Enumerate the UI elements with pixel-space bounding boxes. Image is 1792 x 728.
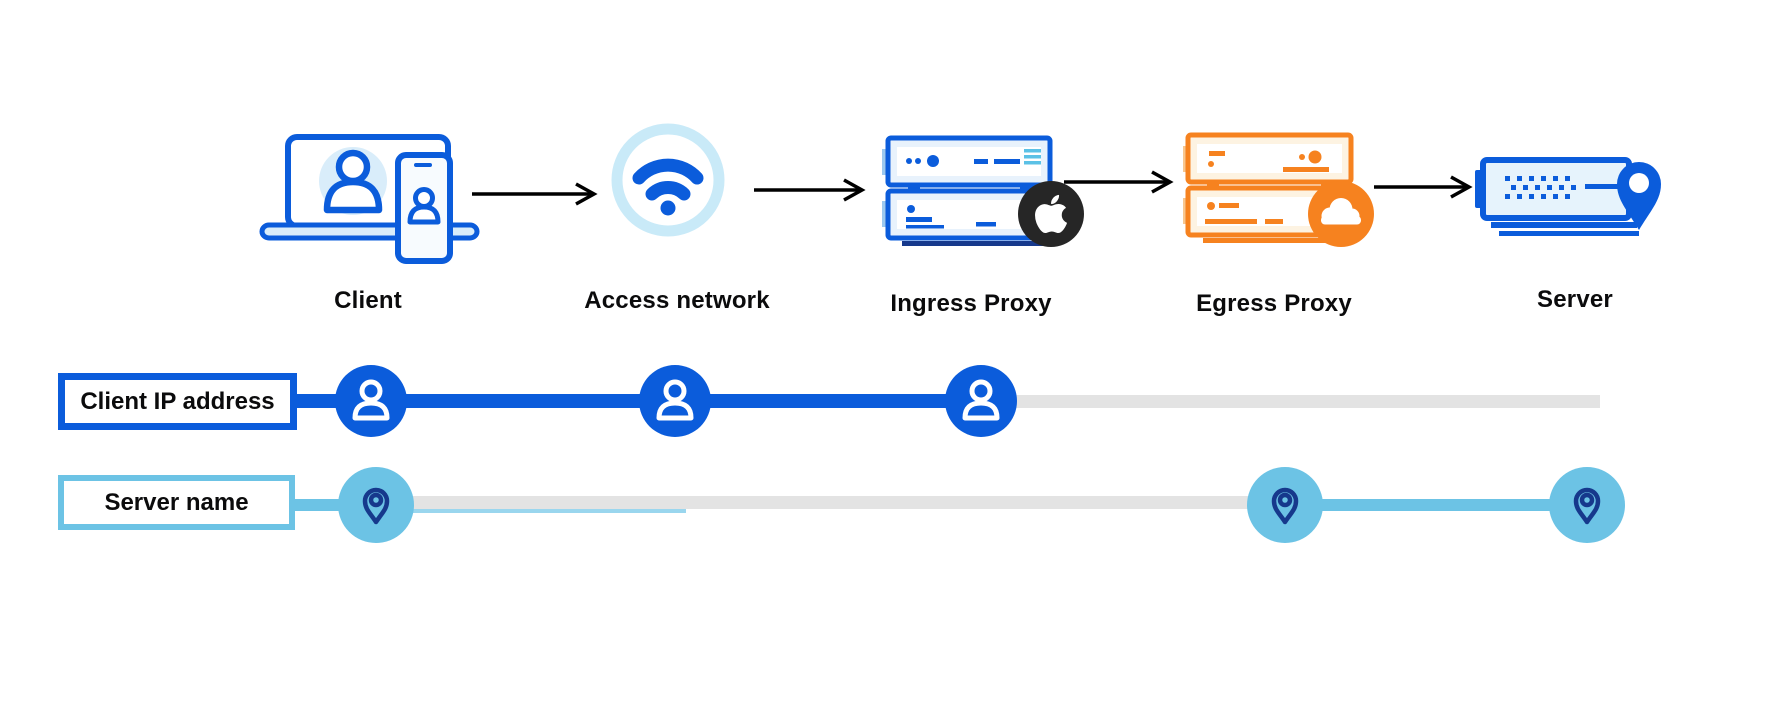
stage-label-server: Server: [1537, 286, 1613, 313]
stage-label-access-network: Access network: [584, 287, 770, 314]
arrow-right-icon: [1062, 168, 1174, 196]
location-node: [338, 467, 414, 543]
location-node: [1549, 467, 1625, 543]
server-stack-apple-icon: [880, 135, 1090, 253]
client-ip-address-label-box: Client IP address: [58, 373, 297, 430]
location-pin-icon: [1617, 162, 1661, 230]
person-node: [945, 365, 1017, 437]
server-name-hidden-line: [376, 496, 1285, 509]
server-name-thin-line: [376, 509, 686, 513]
arrow-right-icon: [1372, 173, 1473, 201]
person-node: [639, 365, 711, 437]
stage-label-egress-proxy: Egress Proxy: [1196, 290, 1352, 317]
location-pin-icon: [1573, 487, 1601, 525]
arrow-right-icon: [752, 176, 866, 204]
server-name-visible-line: [1285, 499, 1587, 511]
client-ip-address-label: Client IP address: [80, 387, 275, 415]
client-devices-icon: [250, 118, 485, 268]
server-name-label: Server name: [104, 488, 249, 516]
person-icon: [656, 379, 694, 421]
stage-label-ingress-proxy: Ingress Proxy: [890, 290, 1052, 317]
location-pin-icon: [1271, 487, 1299, 525]
person-icon: [352, 379, 390, 421]
wifi-icon: [610, 122, 726, 238]
server-name-label-box: Server name: [58, 475, 295, 530]
server-stack-cloudflare-icon: [1183, 132, 1383, 250]
location-node: [1247, 467, 1323, 543]
server-location-icon: [1475, 140, 1670, 240]
stage-label-client: Client: [334, 287, 402, 314]
person-icon: [962, 379, 1000, 421]
person-node: [335, 365, 407, 437]
location-pin-icon: [362, 487, 390, 525]
arrow-right-icon: [470, 180, 598, 208]
client-ip-hidden-line: [981, 395, 1600, 408]
